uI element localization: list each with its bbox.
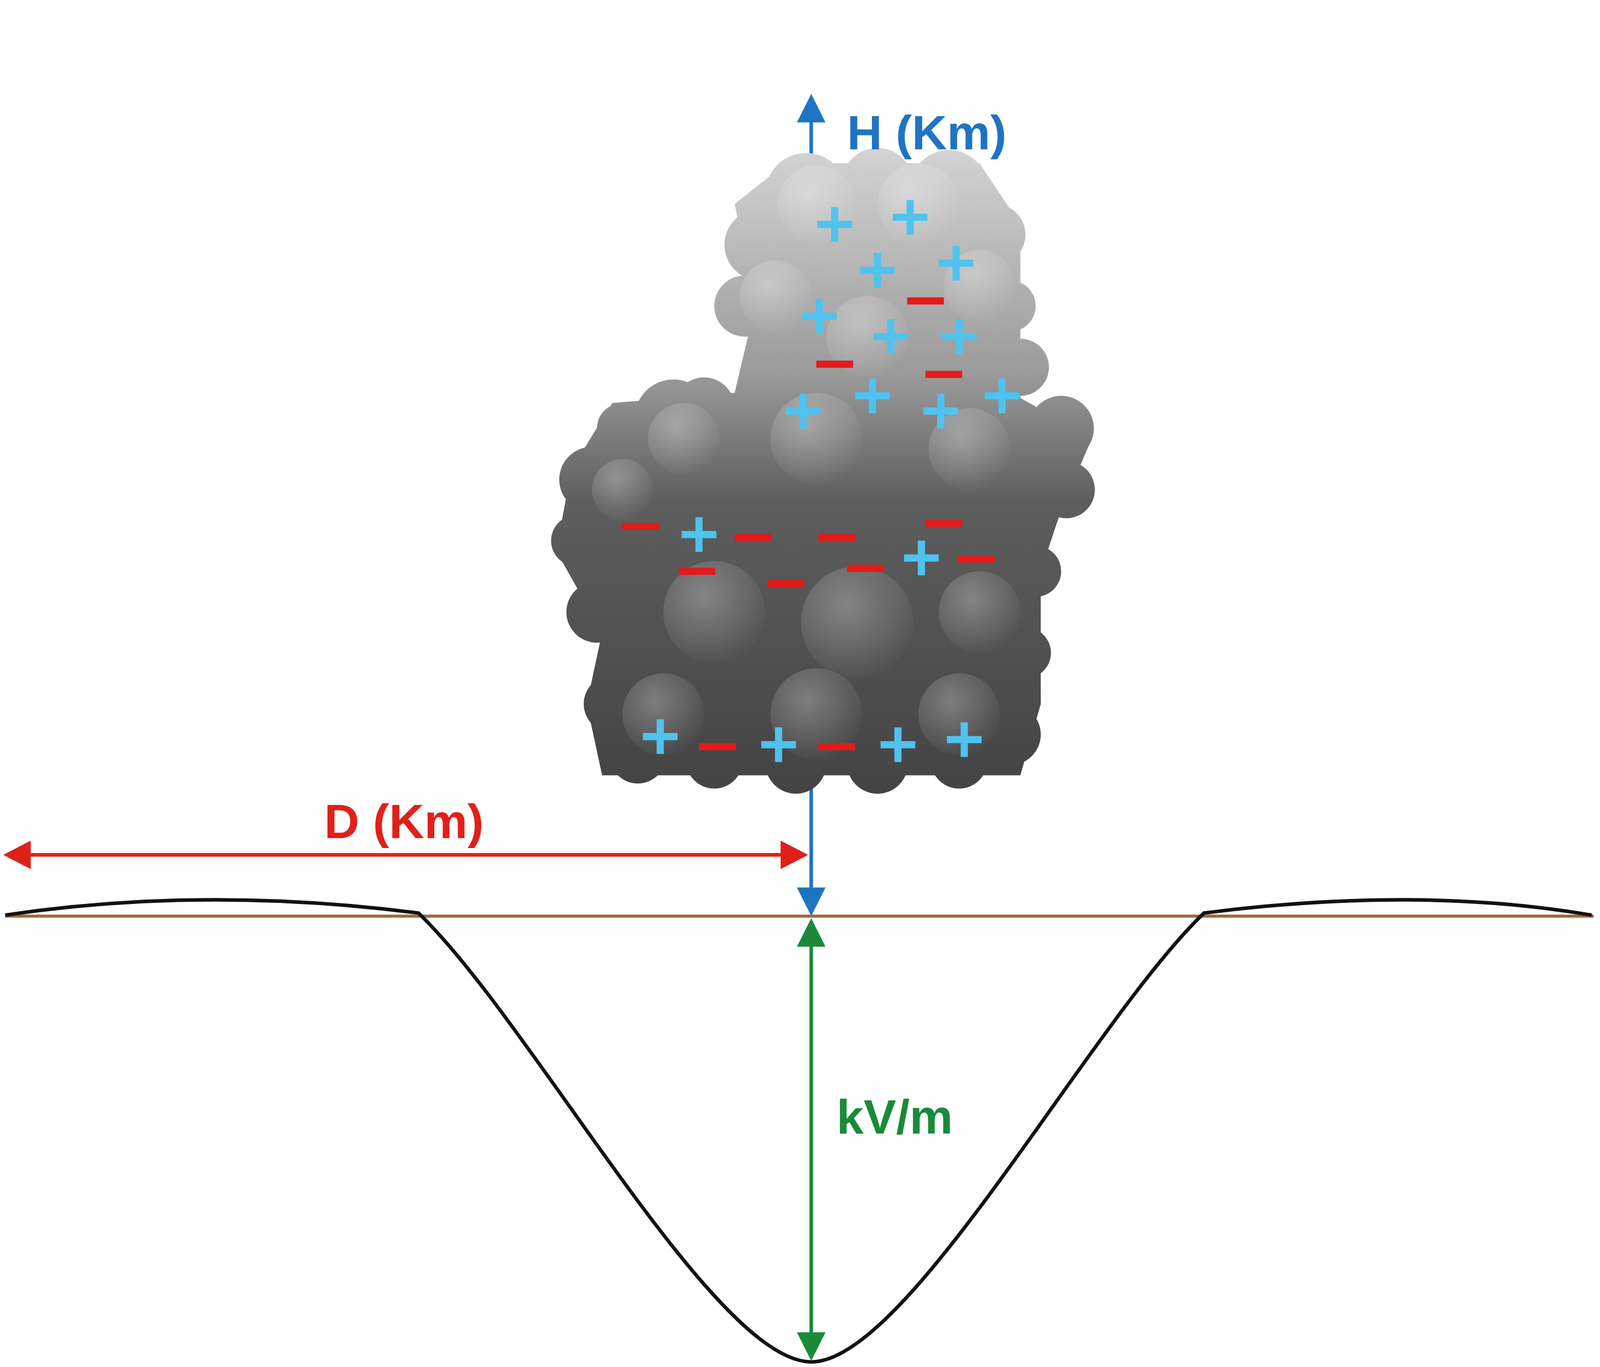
cloud (551, 147, 1095, 794)
field-axis-label: kV/m (836, 1090, 953, 1145)
height-axis-label: H (Km) (847, 106, 1007, 160)
field-curve (5, 899, 1592, 1362)
ground-line (5, 914, 1594, 918)
field-arrow (796, 918, 826, 1361)
distance-axis-label: D (Km) (324, 795, 484, 849)
charge-symbols (622, 199, 1020, 762)
cloud-highlights (591, 163, 1021, 761)
